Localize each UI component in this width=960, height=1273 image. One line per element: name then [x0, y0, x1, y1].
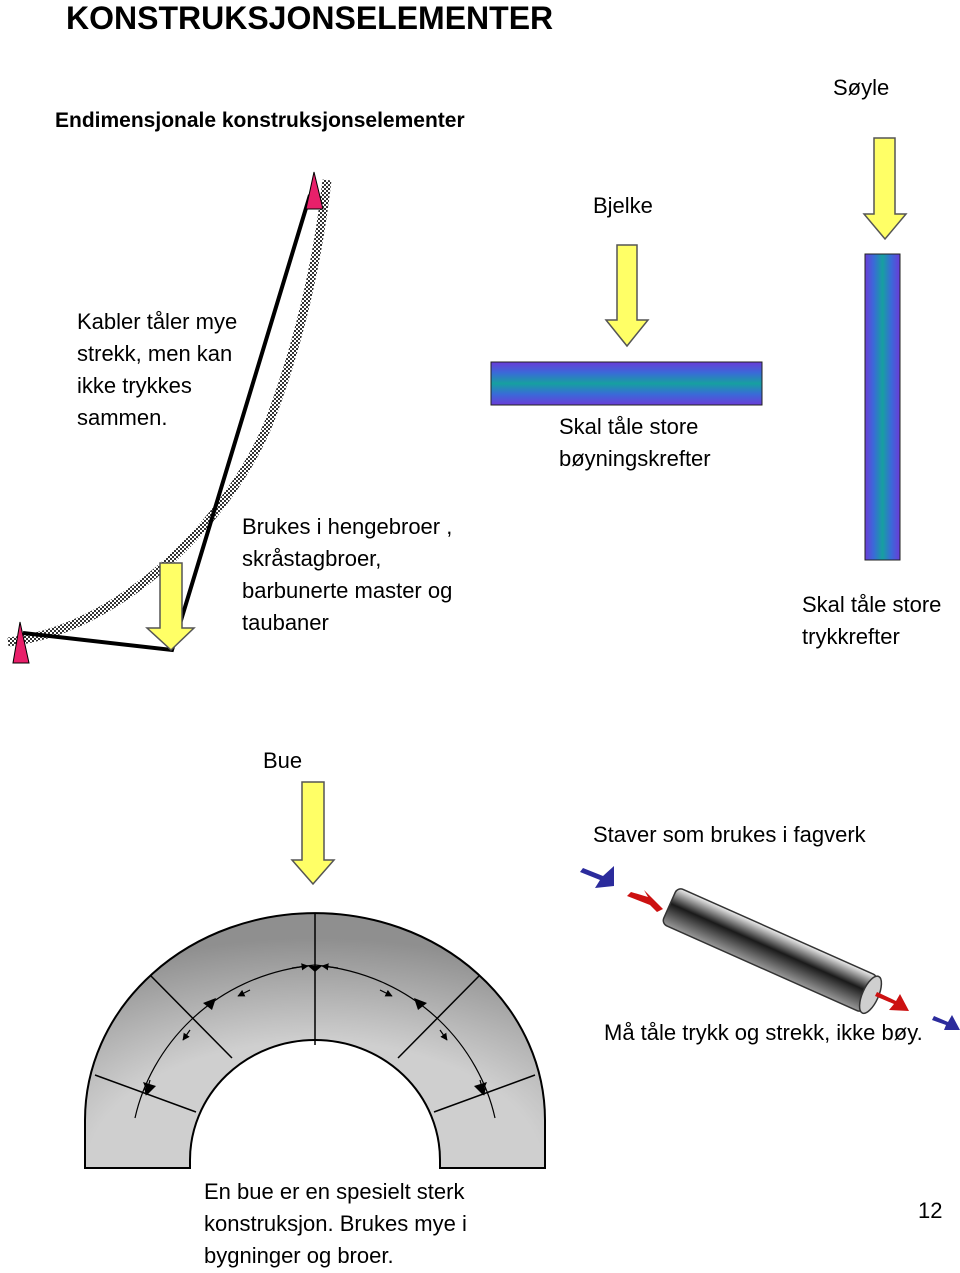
- cable-desc-line: ikke trykkes: [77, 373, 192, 398]
- arch-desc-line: En bue er en spesielt sterk: [204, 1179, 465, 1204]
- rod-end: [858, 975, 883, 1015]
- rod-diagram: [580, 866, 960, 1030]
- rod-arrow-blue-left: [580, 866, 614, 888]
- arch-thrust-line: [134, 964, 496, 1119]
- page-title: KONSTRUKSJONSELEMENTER: [66, 0, 554, 36]
- page-number: 12: [918, 1198, 943, 1223]
- page-subtitle: Endimensjonale konstruksjonselementer: [55, 109, 465, 132]
- cable-rope: [7, 179, 332, 647]
- cable-anchor-bottom: [12, 621, 30, 664]
- column-desc-line: trykkrefter: [802, 624, 900, 649]
- arch-description: En bue er en spesielt sterk konstruksjon…: [204, 1176, 467, 1272]
- cable-desc-line: sammen.: [77, 405, 168, 430]
- beam-load-arrow: [604, 244, 650, 348]
- cable-desc-line: strekk, men kan: [77, 341, 233, 366]
- arch-desc-line: bygninger og broer.: [204, 1243, 394, 1268]
- cable-desc-line: Kabler tåler mye: [77, 309, 238, 334]
- arch-load-arrow: [290, 781, 336, 886]
- column-desc-line: Skal tåle store: [802, 592, 942, 617]
- column-diagram: [862, 137, 908, 561]
- cable-diagram: [7, 171, 332, 664]
- arch-diagram: [84, 781, 546, 1169]
- cable-usage-line: Brukes i hengebroer ,: [242, 514, 453, 539]
- cable-usage-line: taubaner: [242, 610, 329, 635]
- cable-usage-line: barbunerte master og: [242, 578, 453, 603]
- cable-usage-line: skråstagbroer,: [242, 546, 382, 571]
- column-load-arrow: [862, 137, 908, 241]
- rod-description: Må tåle trykk og strekk, ikke bøy.: [604, 1020, 923, 1045]
- arch-desc-line: konstruksjon. Brukes mye i: [204, 1211, 467, 1236]
- column-description: Skal tåle store trykkrefter: [802, 589, 941, 653]
- rod-arrow-blue-right: [932, 1015, 960, 1030]
- rod-arrow-red-right: [875, 992, 909, 1011]
- arch-label: Bue: [263, 748, 303, 773]
- beam-desc-line: Skal tåle store: [559, 414, 699, 439]
- beam-label: Bjelke: [593, 193, 653, 218]
- cable-anchor-top: [305, 171, 324, 210]
- beam-bar: [490, 361, 763, 406]
- rod-arrow-red-left: [627, 890, 663, 912]
- rod-label: Staver som brukes i fagverk: [593, 822, 866, 847]
- beam-description: Skal tåle store bøyningskrefter: [559, 411, 711, 475]
- column-label: Søyle: [833, 75, 890, 100]
- arch-joint-markers: [143, 966, 487, 1094]
- column-bar: [864, 253, 901, 561]
- cable-usage: Brukes i hengebroer , skråstagbroer, bar…: [242, 511, 452, 639]
- beam-desc-line: bøyningskrefter: [559, 446, 711, 471]
- cable-load-arrow: [145, 562, 196, 652]
- beam-diagram: [490, 244, 763, 406]
- rod-bar: [662, 888, 878, 1012]
- cable-description: Kabler tåler mye strekk, men kan ikke tr…: [77, 306, 237, 434]
- arch-body: [84, 912, 546, 1169]
